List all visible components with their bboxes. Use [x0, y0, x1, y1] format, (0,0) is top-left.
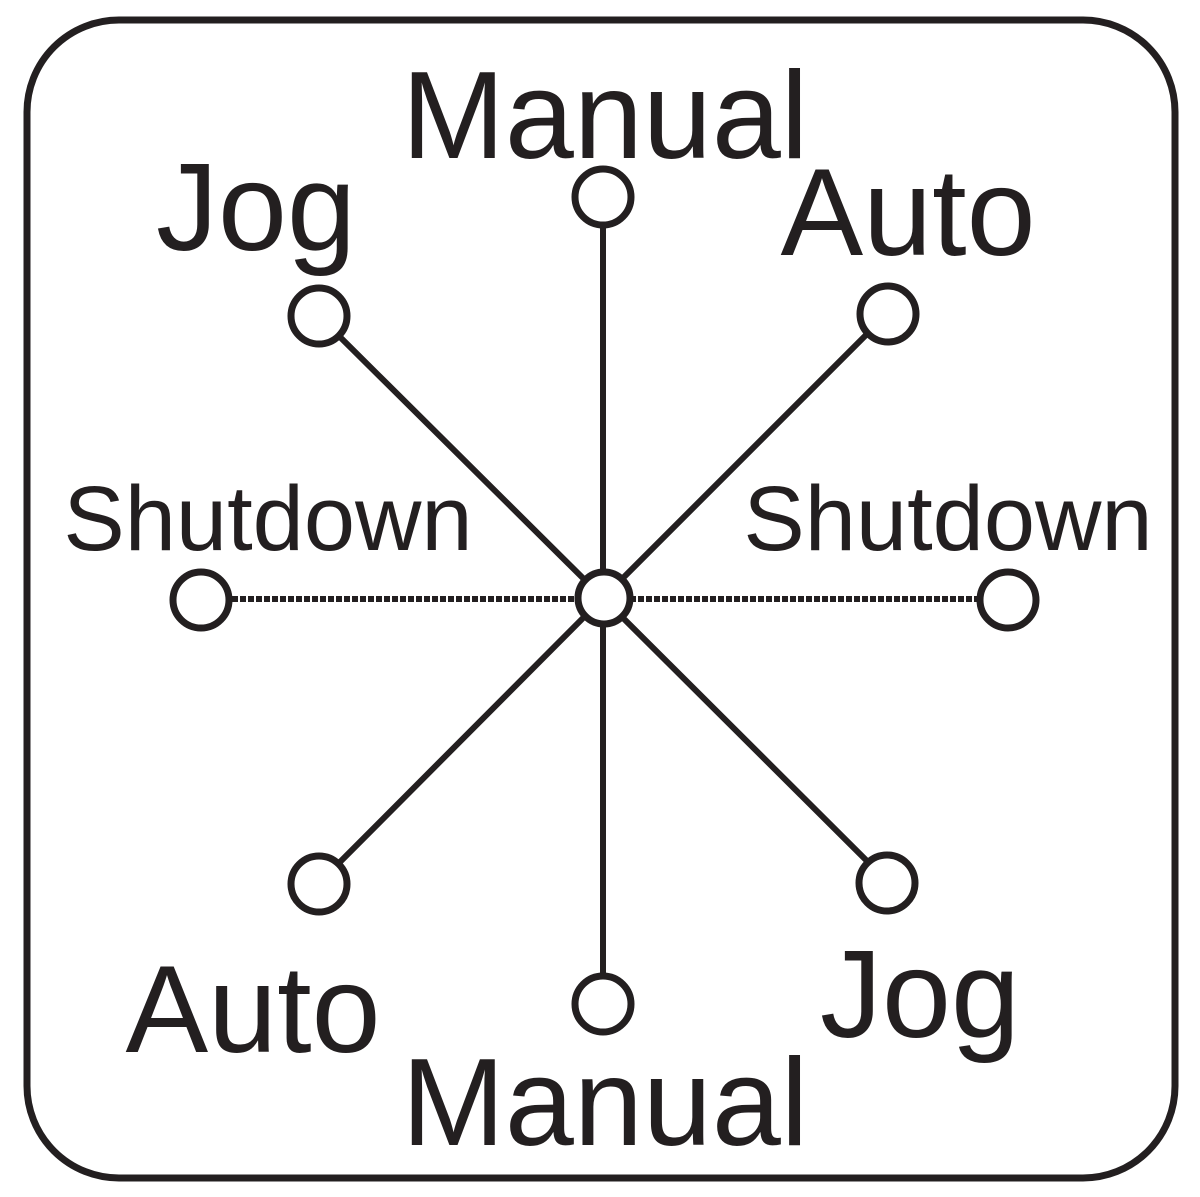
ray-jog-top-left [335, 332, 606, 601]
label-auto-bottom-left: Auto [125, 941, 380, 1079]
node-auto-top-right [856, 282, 920, 346]
ray-auto-bottom-left [333, 595, 606, 869]
node-manual-bottom [571, 972, 635, 1036]
node-auto-bottom-left [287, 852, 351, 916]
node-jog-bottom-right [855, 851, 919, 915]
label-auto-top-right: Auto [780, 144, 1035, 282]
node-shutdown-right [976, 568, 1040, 632]
label-shutdown-left: Shutdown [63, 468, 472, 570]
ray-auto-top-right [600, 329, 872, 601]
node-shutdown-left [169, 568, 233, 632]
node-manual-top [571, 165, 635, 229]
label-jog-top-left: Jog [156, 139, 356, 277]
label-shutdown-right: Shutdown [743, 468, 1152, 570]
label-manual-bottom: Manual [402, 1034, 809, 1172]
label-jog-bottom-right: Jog [820, 926, 1020, 1064]
ray-jog-bottom-right [600, 595, 871, 865]
label-manual-top: Manual [402, 47, 809, 185]
node-jog-top-left [287, 284, 351, 348]
node-center [574, 568, 634, 628]
